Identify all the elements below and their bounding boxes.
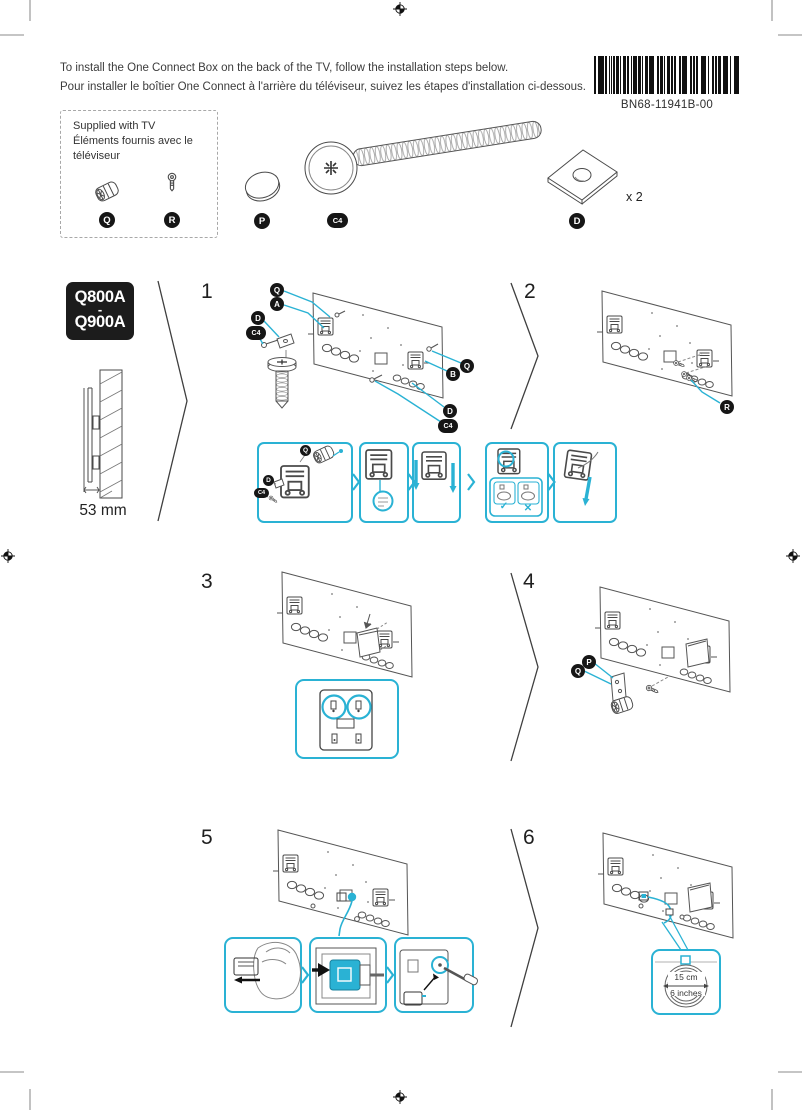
part-d-illustration: [547, 149, 618, 205]
cable-length-inches: 6 inches: [670, 988, 702, 998]
step3-illustration: [277, 572, 412, 677]
connector-illustration: [312, 947, 384, 1005]
step5-illustration: [273, 830, 408, 937]
step1-leader-lines: [259, 290, 462, 423]
step4-badge-q: Q: [571, 664, 585, 678]
step4-illustration: [577, 587, 730, 716]
header-line-en: To install the One Connect Box on the ba…: [60, 62, 509, 74]
part-c4-illustration: [304, 120, 542, 195]
step6-illustration: [598, 833, 733, 951]
step1-illustration: [259, 290, 462, 423]
step-number-4: 4: [523, 570, 535, 593]
supplied-title-fr2: téléviseur: [73, 150, 121, 162]
barcode-label: BN68-11941B-00: [620, 99, 714, 111]
header-line-fr: Pour installer le boîtier One Connect à …: [60, 81, 586, 93]
cable-length-cm: 15 cm: [674, 972, 698, 982]
hand-illustration: [233, 941, 301, 1000]
step2-illustration: [597, 291, 732, 404]
part-badge-r: R: [164, 212, 180, 228]
screw-fix-illustration: [399, 949, 479, 1006]
wall-section-illustration: [83, 369, 123, 499]
part-d-quantity: x 2: [626, 190, 643, 204]
wall-depth-label: 53 mm: [79, 502, 127, 519]
step1-badge-d1: D: [251, 311, 265, 325]
step1-badge-d2: D: [443, 404, 457, 418]
step3-inset: [295, 679, 399, 759]
part-p-illustration: [244, 171, 281, 202]
barcode: [594, 56, 740, 94]
step-number-6: 6: [523, 826, 535, 849]
part-badge-d: D: [569, 213, 585, 229]
step4-badge-p: P: [582, 655, 596, 669]
inset1-badge-c4: C4: [254, 488, 269, 498]
step1-badge-c4-1: C4: [246, 326, 266, 340]
mount-screw-illustration: [267, 357, 297, 409]
step1-badge-q2: Q: [460, 359, 474, 373]
column-chevrons: [157, 280, 539, 1028]
cross-mark-icon: ✕: [523, 503, 533, 514]
supplied-with-tv-box: [60, 110, 218, 238]
model-top: Q800A: [74, 288, 126, 306]
step-number-5: 5: [201, 826, 213, 849]
step1-badge-b: B: [446, 367, 460, 381]
part-badge-p: P: [254, 213, 270, 229]
step1-badge-a: A: [270, 297, 284, 311]
step-number-2: 2: [524, 280, 536, 303]
model-bottom: Q900A: [74, 313, 126, 331]
supplied-title-en: Supplied with TV: [73, 120, 156, 132]
model-badge: Q800A - Q900A: [66, 282, 134, 340]
step1-badge-c4-2: C4: [438, 419, 458, 433]
step-number-1: 1: [201, 280, 213, 303]
inset1-badge-d: D: [263, 475, 274, 486]
step1-inset-strip: [257, 442, 617, 523]
step5-inset-strip: [224, 937, 479, 1013]
step-number-3: 3: [201, 570, 213, 593]
step6-inset: [651, 949, 721, 1015]
model-dash: -: [97, 302, 103, 317]
step2-badge-r: R: [720, 400, 734, 414]
part-badge-c4: C4: [327, 213, 348, 228]
check-mark-icon: ✓: [499, 501, 509, 512]
inset1-badge-q: Q: [300, 445, 311, 456]
step1-badge-q1: Q: [270, 283, 284, 297]
part-badge-q: Q: [99, 212, 115, 228]
supplied-title-fr1: Éléments fournis avec le: [73, 135, 193, 147]
